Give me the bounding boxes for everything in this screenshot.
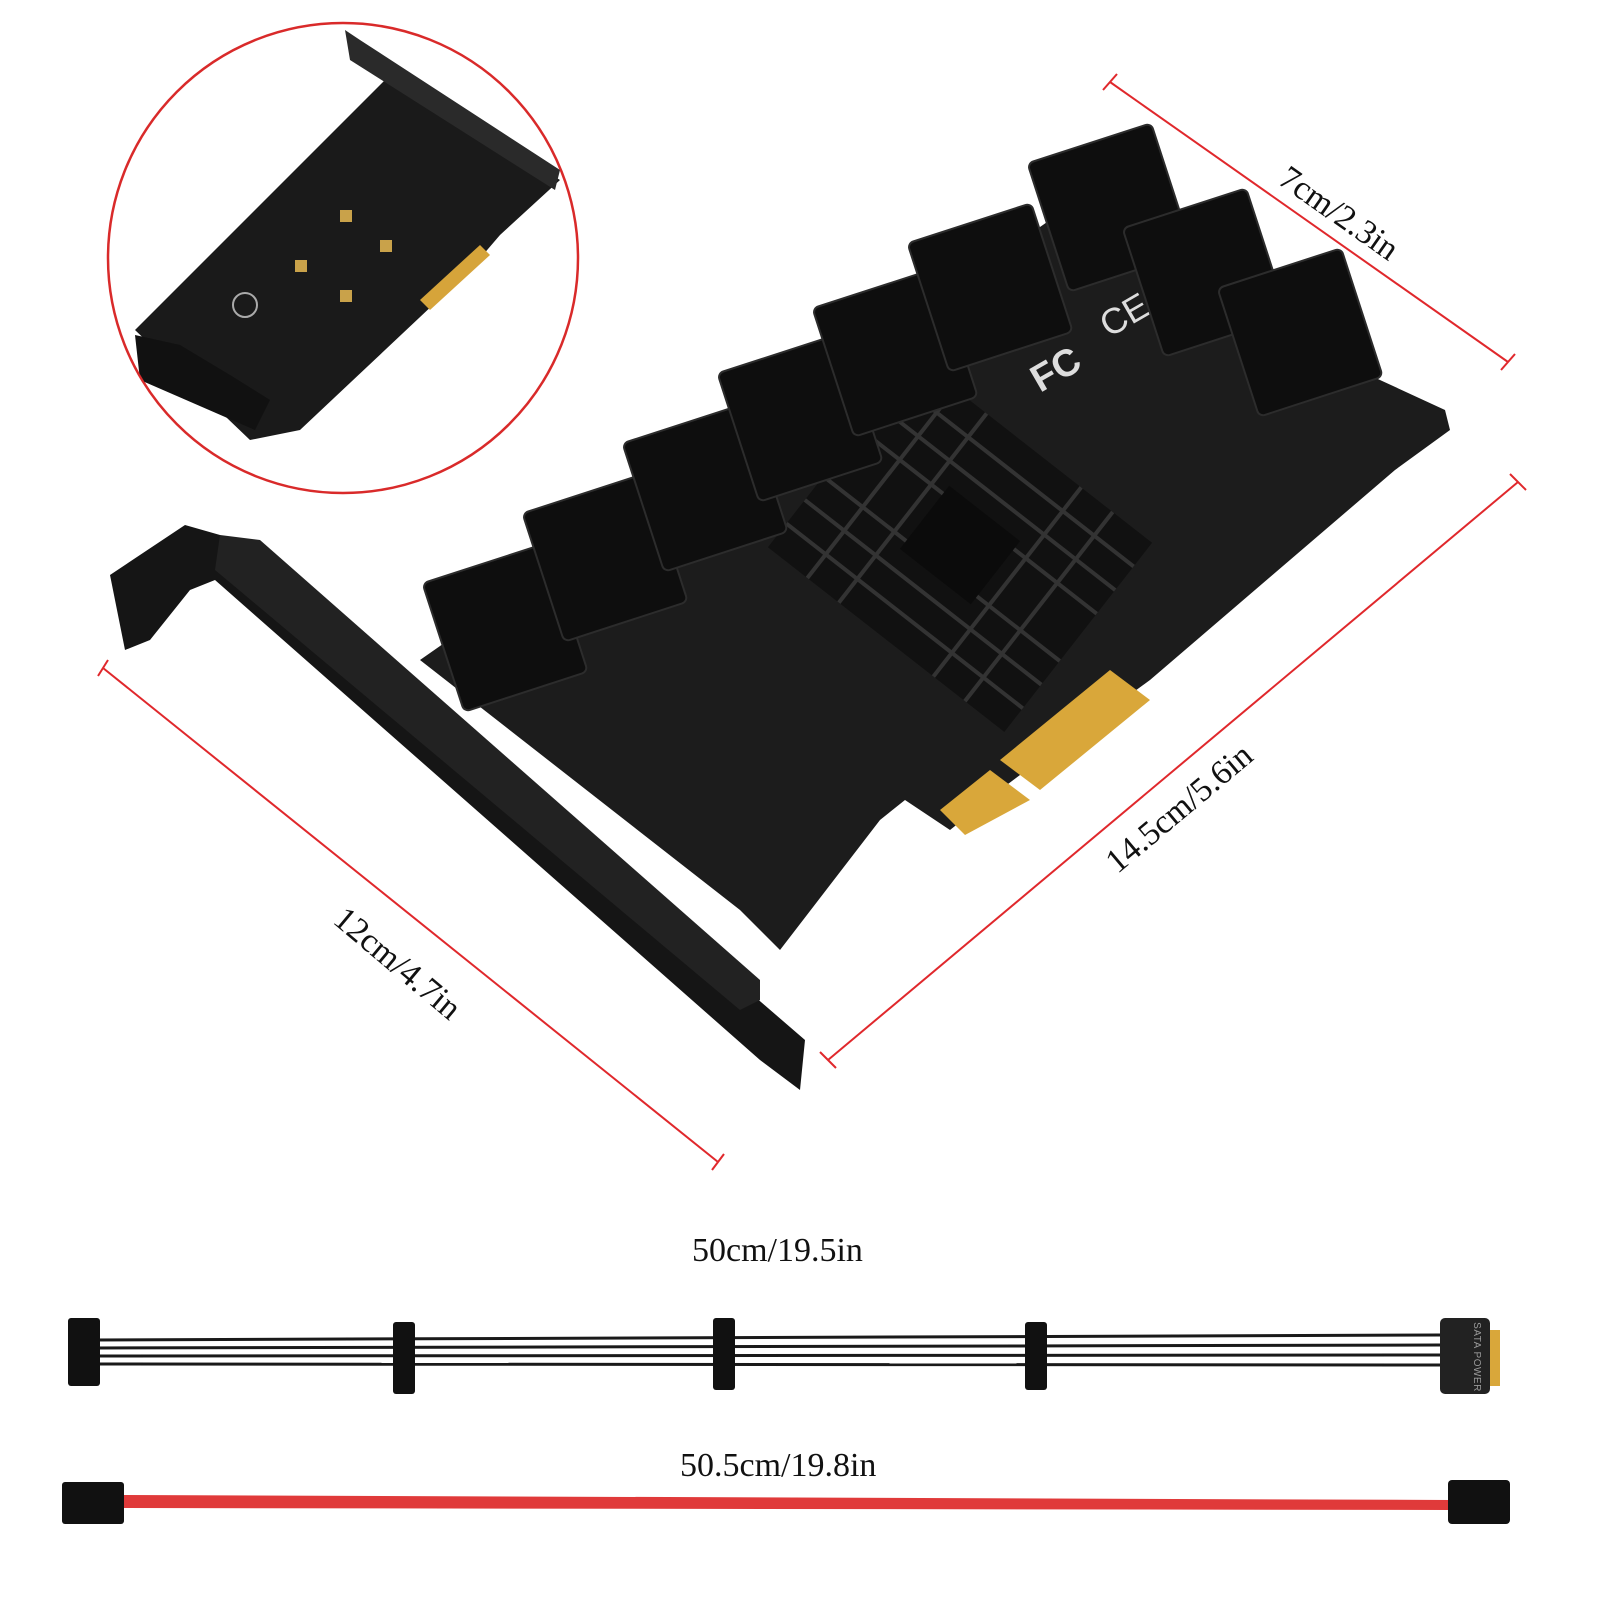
sata-ports <box>423 123 1383 712</box>
sata-data-cable <box>62 1480 1510 1524</box>
dimension-lines <box>97 73 1527 1171</box>
power-cable-length-label: 50cm/19.5in <box>692 1232 863 1269</box>
sata-power-splitter-cable <box>68 1318 1500 1394</box>
pcie-gold-fingers <box>1000 670 1150 790</box>
sata-power-plug <box>1440 1318 1490 1394</box>
sata-power-plug-label: SATA POWER <box>1471 1322 1482 1392</box>
sata-cable-length-label: 50.5cm/19.8in <box>680 1447 877 1484</box>
sata-expansion-card: FC CE <box>110 123 1450 1090</box>
back-view-inset <box>106 21 580 495</box>
pci-bracket <box>110 525 805 1090</box>
